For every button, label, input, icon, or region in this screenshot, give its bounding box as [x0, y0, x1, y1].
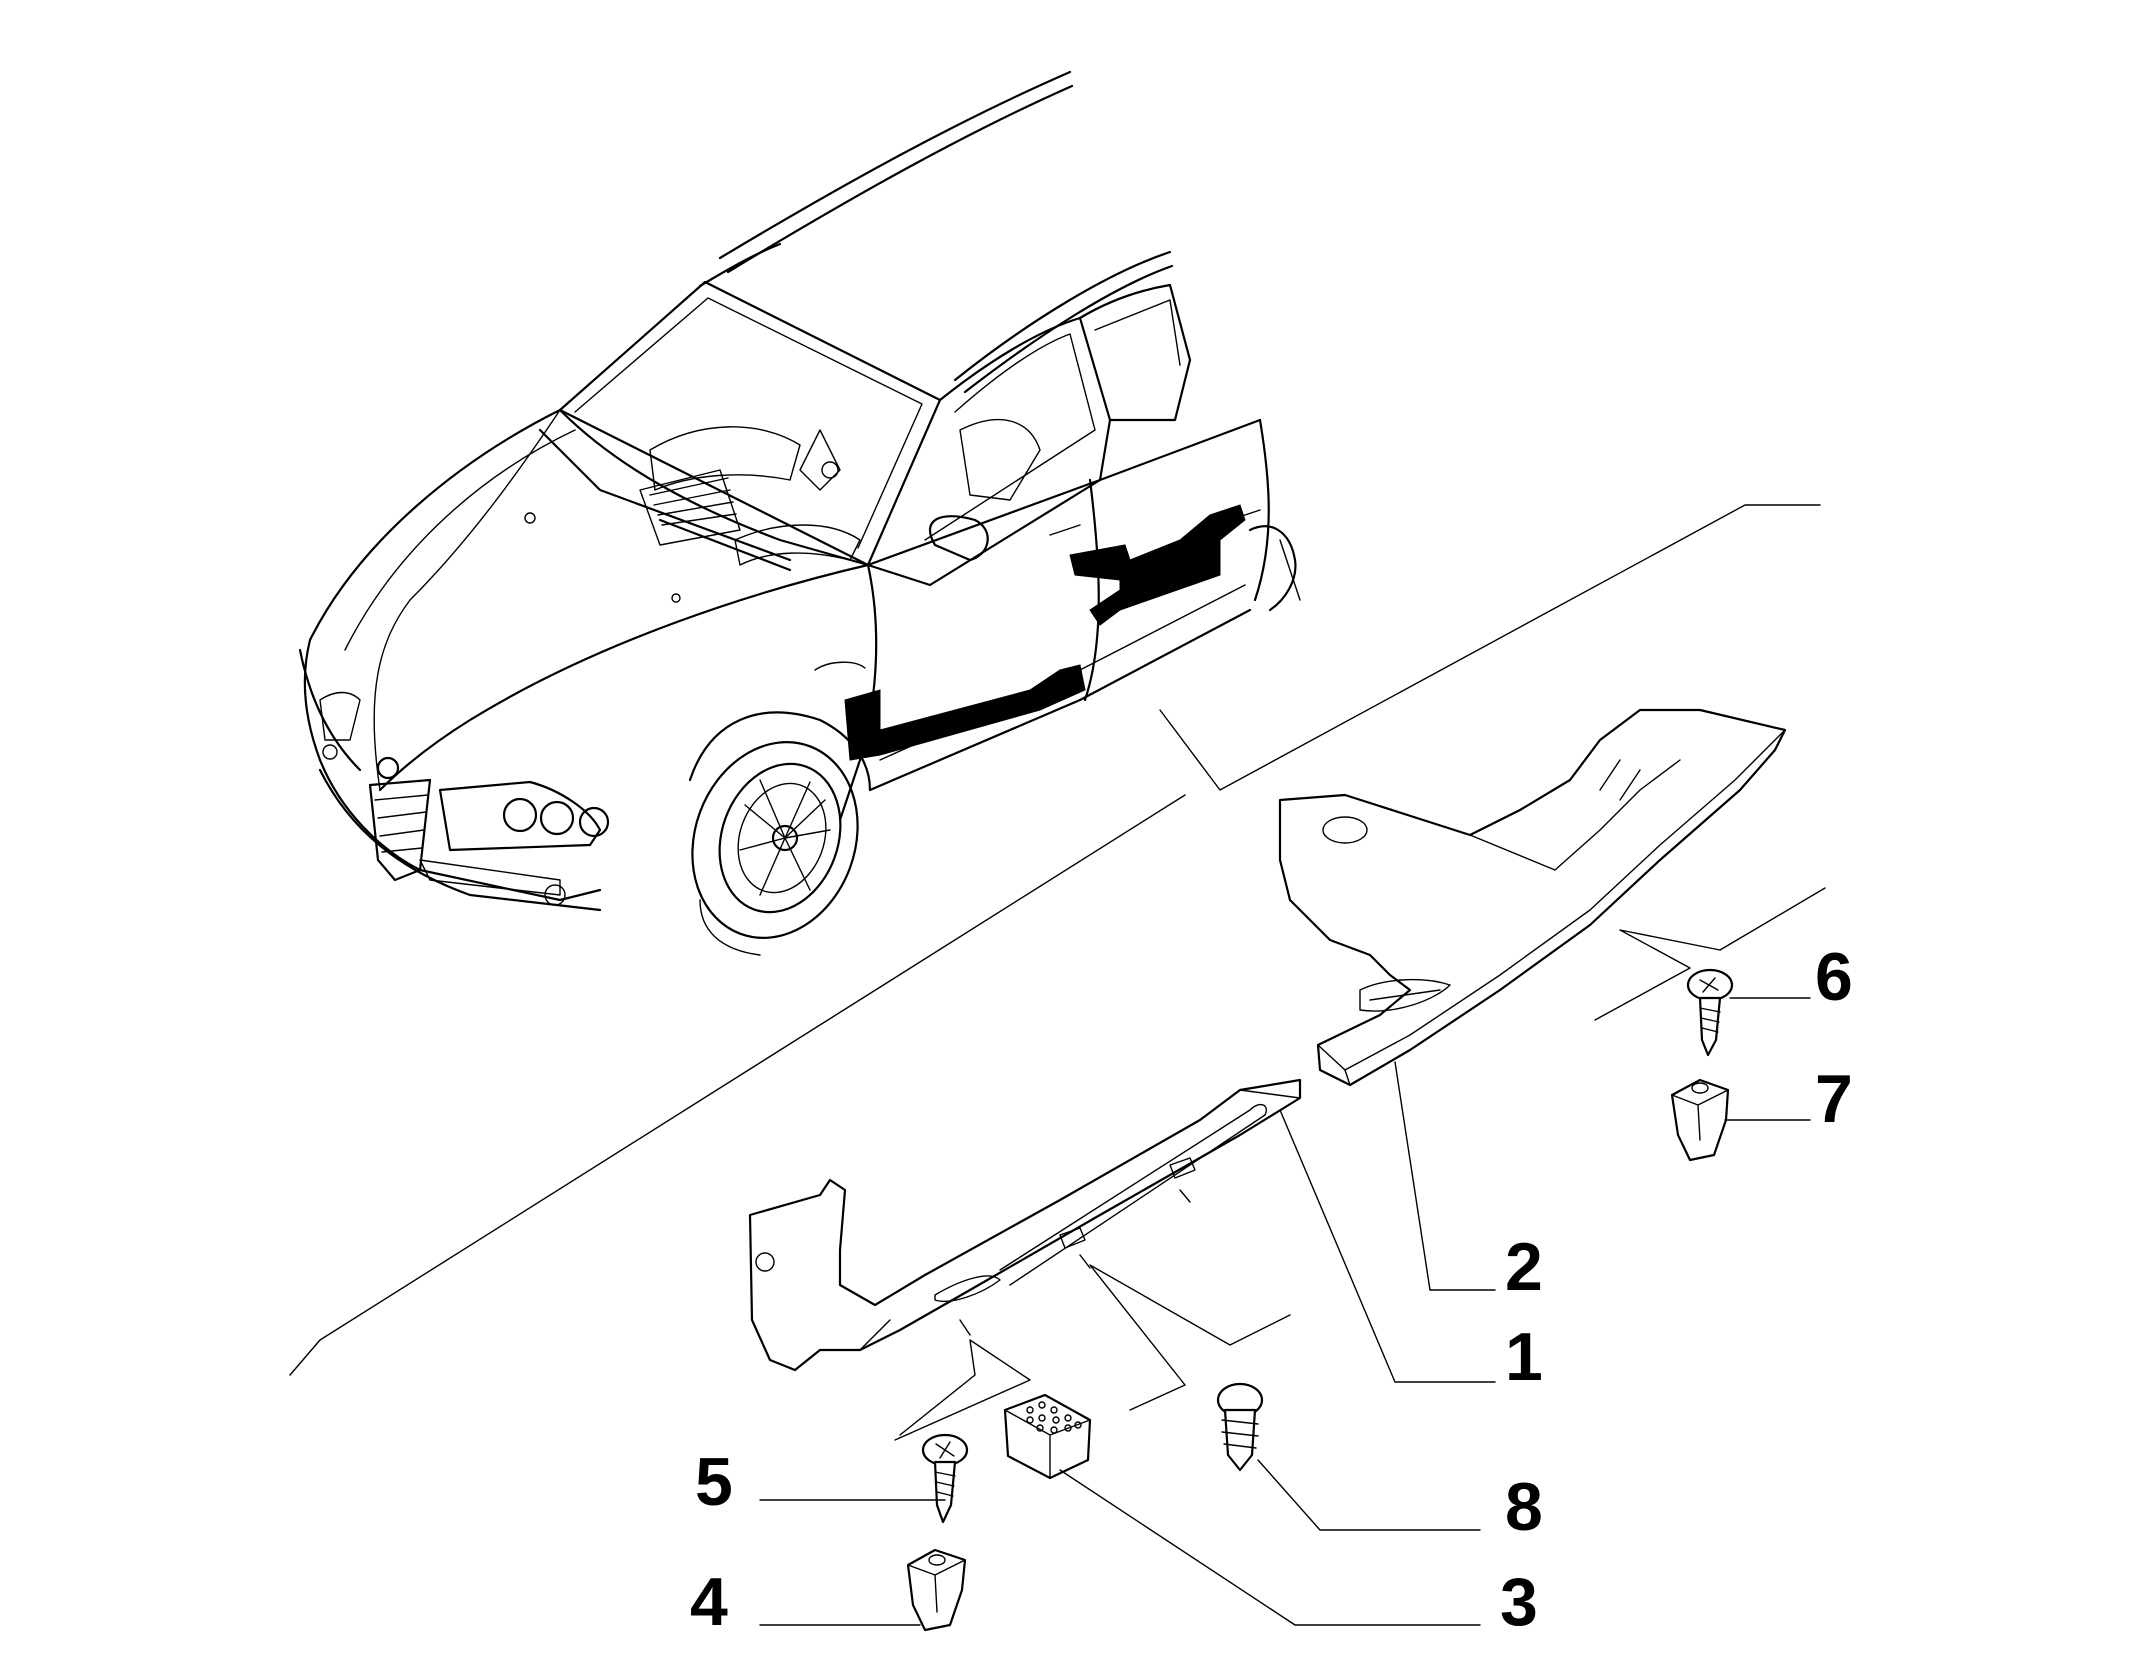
callout-5: 5	[695, 1444, 733, 1520]
bracket-line-4-5	[894, 1339, 1031, 1441]
callout-6: 6	[1815, 939, 1853, 1015]
bracket-line-6-7	[1594, 887, 1826, 1021]
screw-part-5	[921, 1433, 969, 1524]
bracket-line-3-8	[1089, 1264, 1291, 1411]
callout-8: 8	[1505, 1469, 1543, 1545]
push-pin-part-8	[1216, 1382, 1264, 1472]
callout-3: 3	[1500, 1564, 1538, 1640]
group-bracket-line	[1159, 504, 1821, 791]
group-bracket-line-lower	[289, 794, 1186, 1376]
sill-trim-rear-part-2	[1278, 708, 1787, 1087]
clip-nut-part-7	[1670, 1078, 1730, 1162]
screw-part-6	[1686, 968, 1734, 1057]
sill-trim-front-part-1	[748, 1078, 1302, 1372]
callout-4: 4	[690, 1564, 728, 1640]
callout-2: 2	[1505, 1229, 1543, 1305]
callout-7: 7	[1815, 1061, 1853, 1137]
car-illustration	[298, 70, 1301, 956]
callout-1: 1	[1505, 1319, 1543, 1395]
leader-lines	[759, 997, 1811, 1626]
clip-nut-part-4	[906, 1548, 967, 1632]
pad-part-3	[1003, 1393, 1092, 1480]
